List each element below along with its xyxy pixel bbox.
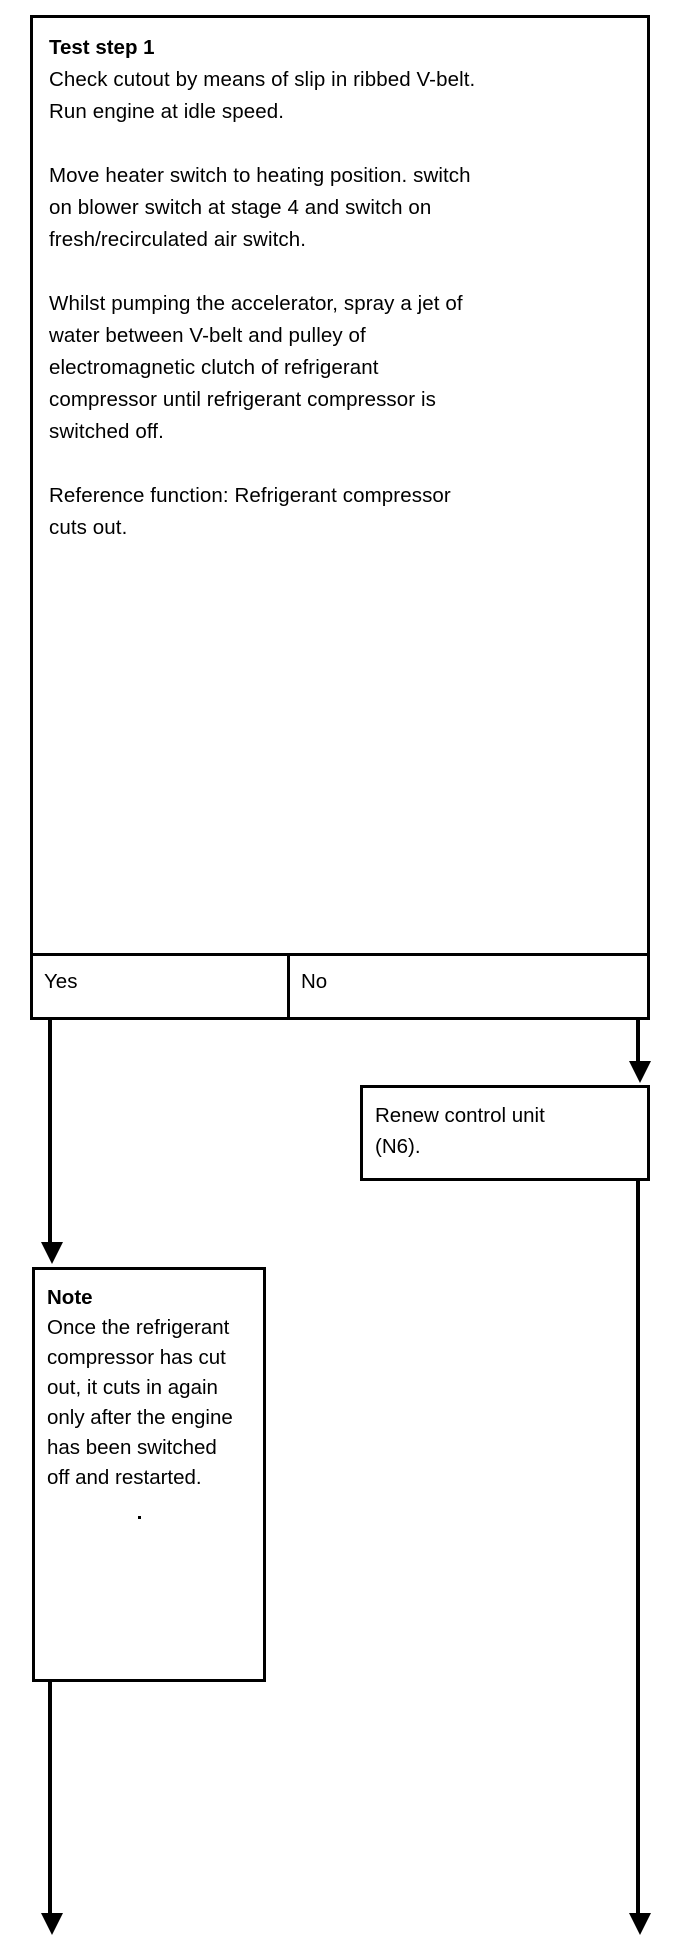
- test-step-body: Test step 1 Check cutout by means of sli…: [33, 18, 647, 544]
- connector-renew-exit-line: [636, 1181, 640, 1915]
- answer-cell-no[interactable]: No: [301, 970, 328, 993]
- test-step-box: Test step 1 Check cutout by means of sli…: [30, 15, 650, 1020]
- connector-no-line: [636, 1020, 640, 1063]
- connector-yes-line: [48, 1020, 52, 1244]
- arrowhead-note-exit-icon: [41, 1913, 63, 1935]
- test-step-title: Test step 1: [49, 36, 155, 59]
- test-step-paragraph-1: Check cutout by means of slip in ribbed …: [49, 68, 476, 123]
- scan-speck: [138, 1516, 141, 1519]
- arrowhead-renew-exit-icon: [629, 1913, 651, 1935]
- renew-control-unit-text: Renew control unit (N6).: [375, 1104, 545, 1158]
- test-step-paragraph-3: Whilst pumping the accelerator, spray a …: [49, 292, 463, 443]
- note-body: Note Once the refrigerant compressor has…: [35, 1270, 263, 1493]
- answer-strip: Yes No: [30, 953, 650, 1020]
- test-step-paragraph-4: Reference function: Refrigerant compress…: [49, 484, 451, 539]
- answer-cell-yes[interactable]: Yes: [33, 956, 290, 1017]
- arrowhead-no-icon: [629, 1061, 651, 1083]
- note-title: Note: [47, 1286, 93, 1309]
- note-box: Note Once the refrigerant compressor has…: [32, 1267, 266, 1682]
- arrowhead-yes-icon: [41, 1242, 63, 1264]
- connector-note-exit-line: [48, 1682, 52, 1915]
- renew-control-unit-box: Renew control unit (N6).: [360, 1085, 650, 1181]
- test-step-paragraph-2: Move heater switch to heating position. …: [49, 164, 471, 251]
- note-text: Once the refrigerant compressor has cut …: [47, 1316, 233, 1489]
